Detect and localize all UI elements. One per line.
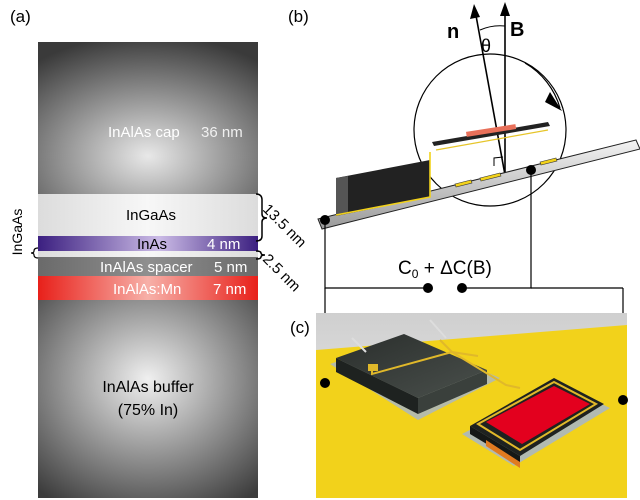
lead-wire-1 xyxy=(351,337,367,353)
brace-lower xyxy=(255,250,266,260)
cap-node-right xyxy=(457,283,467,293)
rotation-arrow xyxy=(524,62,561,109)
n-label: n xyxy=(447,21,459,43)
doped-name: InAlAs:Mn xyxy=(113,281,181,298)
left-chip-side xyxy=(336,358,418,414)
theta-arc xyxy=(479,25,506,31)
layer-spacer xyxy=(38,257,258,276)
inas-thickness: 4 nm xyxy=(207,236,240,253)
layer-cap xyxy=(38,42,258,194)
b-label: B xyxy=(510,19,524,41)
cap-node-left xyxy=(423,283,433,293)
lead-wire-2 xyxy=(429,319,447,339)
svg-text:C0 + ΔC(B): C0 + ΔC(B) xyxy=(398,258,492,281)
layer-ingaas-upper xyxy=(38,194,258,236)
ingaas-upper-name: InGaAs xyxy=(126,207,176,224)
inas-name: InAs xyxy=(137,236,167,253)
right-chip-red xyxy=(486,386,590,444)
sample-chip-top xyxy=(432,122,550,146)
cap-name: InAlAs cap xyxy=(108,124,180,141)
dark-block-face xyxy=(336,176,348,216)
layer-buffer xyxy=(38,300,258,498)
bar-pads xyxy=(454,157,558,188)
brace-lower-label: 2.5 nm xyxy=(259,251,303,295)
contact-c-left xyxy=(320,378,330,388)
panel-b: (b) B n θ xyxy=(288,2,640,400)
layer-ingaas-lower xyxy=(38,251,258,257)
spacer-name: InAlAs spacer xyxy=(100,259,193,276)
brace-upper xyxy=(255,193,268,242)
cap-thickness: 36 nm xyxy=(201,124,243,141)
capacitance-c: C xyxy=(398,258,412,279)
panel-c: (c) xyxy=(290,313,628,498)
capacitance-sub: 0 xyxy=(412,267,419,281)
buffer-line2: (75% In) xyxy=(118,402,178,419)
buffer-line1: InAlAs buffer xyxy=(102,379,194,396)
right-chip-gold-ring xyxy=(476,380,599,452)
sample-red-strip xyxy=(465,124,517,137)
brace-upper-label: 13.5 nm xyxy=(259,201,309,251)
n-arrowhead xyxy=(470,4,480,19)
spacer-thickness: 5 nm xyxy=(214,259,247,276)
panel-a: (a) InAlAs cap 36 nm InGaAs InAs 4 nm In… xyxy=(9,7,310,498)
doped-thickness: 7 nm xyxy=(213,281,246,298)
layer-doped xyxy=(38,276,258,300)
left-chip-top xyxy=(336,334,487,398)
n-vector xyxy=(474,9,506,176)
panel-b-label: (b) xyxy=(288,7,309,26)
panel-c-label: (c) xyxy=(290,318,310,337)
contact-c-right xyxy=(618,395,628,405)
capacitance-delta: + ΔC(B) xyxy=(418,258,491,279)
dark-block xyxy=(336,160,430,216)
block-gold-trace xyxy=(335,152,431,216)
right-chip-orange-base xyxy=(486,440,520,468)
ingaas-side-label: InGaAs xyxy=(9,209,25,256)
left-chip-pad xyxy=(368,364,378,371)
sample-gold-trace xyxy=(435,129,549,151)
right-angle-marker xyxy=(493,156,504,166)
rotation-arrowhead xyxy=(545,92,562,111)
theta-label: θ xyxy=(481,36,491,56)
layer-inas xyxy=(38,236,258,251)
ingaas-side-brace xyxy=(30,247,39,259)
b-arrowhead xyxy=(500,2,510,16)
left-chip-side2 xyxy=(418,370,487,414)
panel-a-label: (a) xyxy=(10,7,31,26)
svg-text:InAlAs cap: InAlAs cap xyxy=(108,124,180,141)
